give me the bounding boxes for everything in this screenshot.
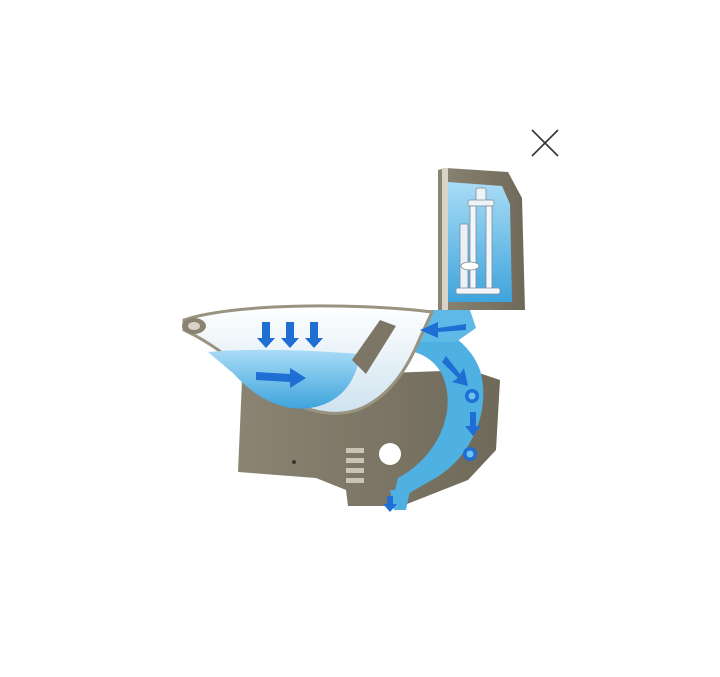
- toilet-cutaway-image: [170, 160, 530, 520]
- close-button[interactable]: [528, 126, 562, 160]
- flush-valve-icon: [455, 187, 501, 295]
- close-x-icon: [531, 129, 559, 157]
- toilet-diagram-graphic: [182, 168, 525, 512]
- flow-arrows-icon: [256, 322, 481, 512]
